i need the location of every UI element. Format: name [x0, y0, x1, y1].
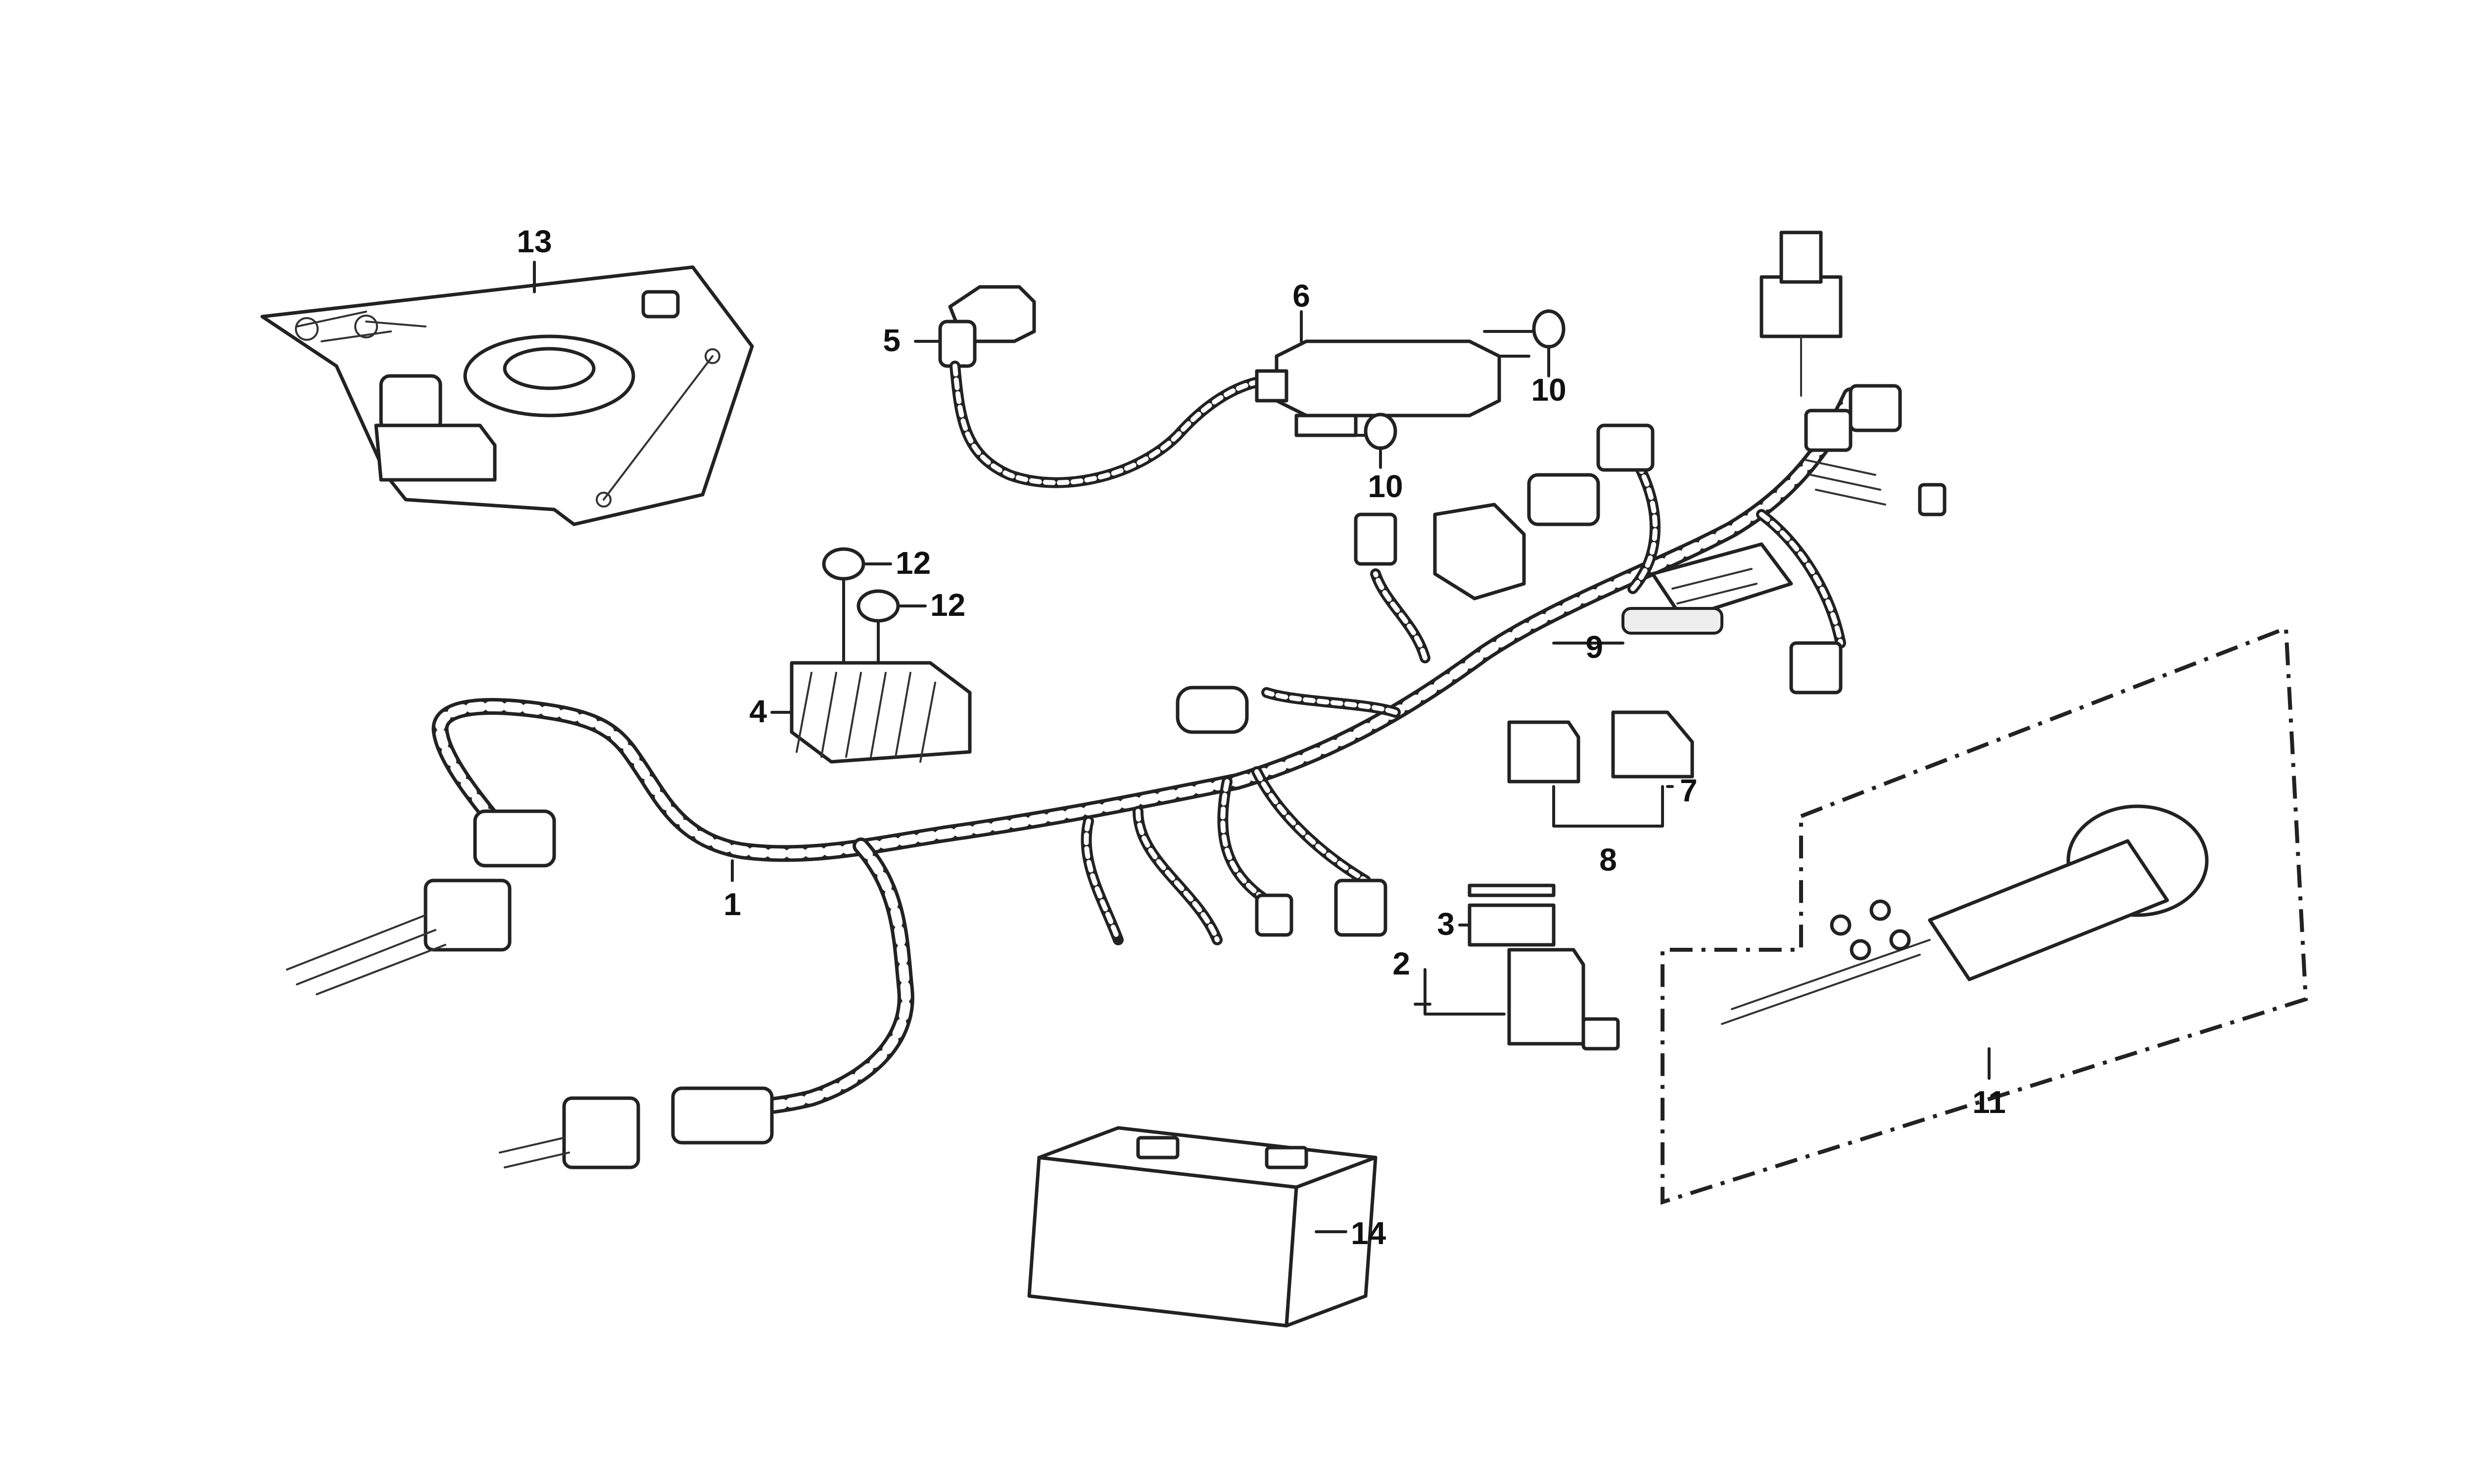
regulator-rectifier-part-4 [790, 661, 972, 764]
callout-2: 2 [1392, 946, 1410, 981]
relay-part-3 [1468, 883, 1556, 947]
bracket-8 [1552, 785, 1664, 828]
callout-4: 4 [749, 694, 767, 729]
starter-motor-part-11 [1661, 625, 2308, 1205]
battery-part-14 [1027, 1126, 1378, 1328]
callout-8: 8 [1599, 842, 1617, 878]
callout-6: 6 [1292, 278, 1310, 314]
callout-11: 11 [1972, 1084, 2006, 1120]
screw-part-10-upper [1483, 309, 1566, 349]
callout-10-lower: 10 [1368, 468, 1403, 504]
ignition-coil-part-6 [1255, 339, 1530, 437]
callout-12-lower: 12 [930, 587, 965, 623]
callout-12-upper: 12 [896, 545, 931, 581]
main-wire-harness-part-1 [286, 231, 1947, 1169]
callout-1: 1 [723, 886, 741, 922]
callout-5: 5 [883, 323, 901, 358]
callout-3: 3 [1437, 906, 1455, 942]
callout-13: 13 [517, 224, 552, 259]
spark-plug-cap-part-5 [938, 285, 1292, 488]
bolt-part-12-upper [822, 547, 865, 679]
fuse-holder-part-9 [1621, 607, 1723, 635]
callout-9: 9 [1585, 629, 1603, 665]
callout-7: 7 [1680, 773, 1698, 808]
relay-part-7 [1611, 710, 1694, 779]
bracket-2 [1424, 968, 1506, 1016]
leader-lines [533, 261, 1991, 1233]
callout-14: 14 [1351, 1215, 1386, 1251]
relay-part-8 [1507, 720, 1580, 784]
callout-10-upper: 10 [1531, 372, 1566, 408]
lock-set-part-13 [260, 265, 754, 526]
cdi-unit-part-2 [1507, 948, 1620, 1051]
